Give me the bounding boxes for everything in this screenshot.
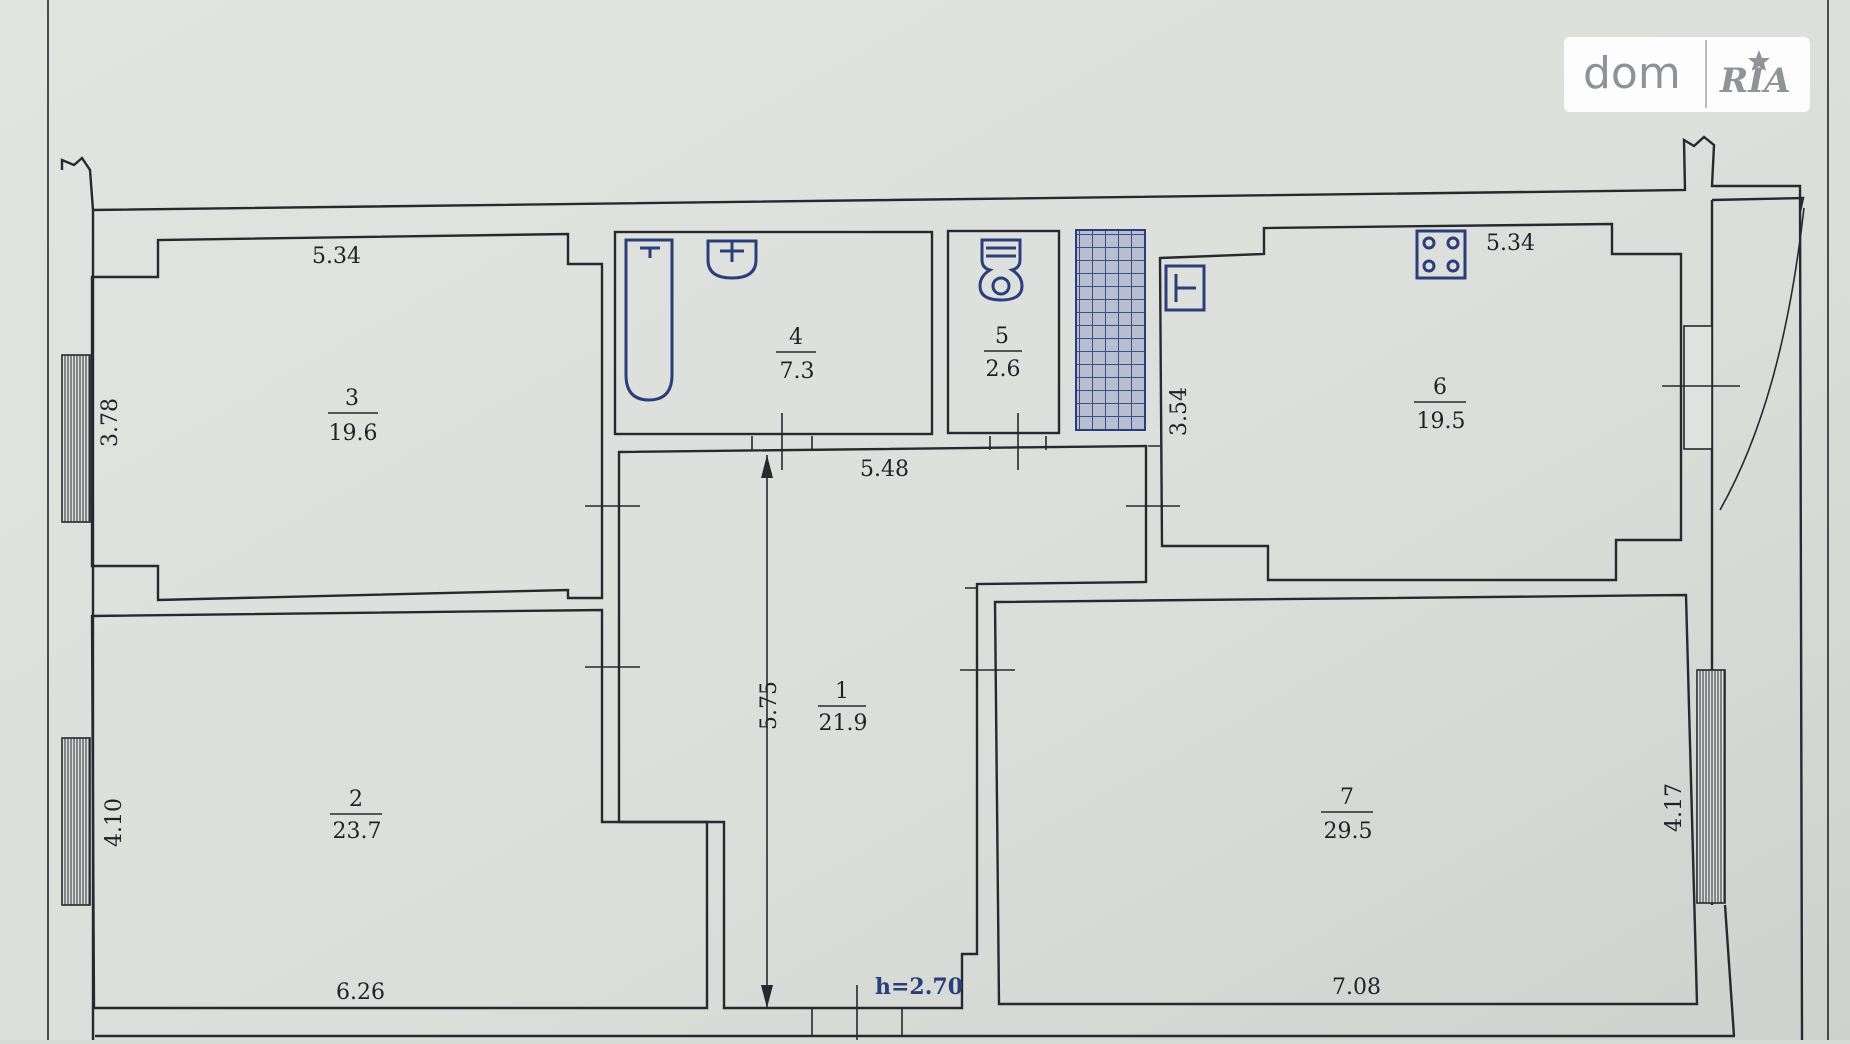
room-4-number: 4: [789, 325, 803, 350]
room-label-1: 1 21.9: [818, 679, 867, 736]
dimension-room-6-width: 5.34: [1486, 231, 1535, 256]
room-5-number: 5: [995, 324, 1009, 349]
dimension-hall-width: 5.48: [860, 457, 909, 482]
dimension-room-2-width: 6.26: [336, 980, 385, 1005]
toilet-icon: [978, 238, 1024, 302]
room-2-number: 2: [349, 787, 363, 812]
room-label-6: 6 19.5: [1414, 375, 1466, 434]
door-markers: [585, 385, 1740, 1040]
dimension-room-7-height: 4.17: [1662, 783, 1687, 832]
room-4-walls: [613, 230, 934, 436]
dimension-room-2-height: 4.10: [102, 798, 127, 847]
sink-icon: [706, 239, 758, 280]
room-7-window: [1696, 669, 1726, 904]
room-5-area: 2.6: [986, 357, 1021, 382]
room-label-4: 4 7.3: [776, 325, 816, 384]
room-6-walls: [1158, 222, 1683, 582]
hall-length-dimension: [761, 455, 773, 1008]
outer-wall: [60, 135, 1804, 1041]
dimension-hall-length: 5.75: [757, 681, 782, 730]
room-label-7: 7 29.5: [1321, 785, 1373, 844]
boiler-icon: [1164, 264, 1206, 312]
bathtub-icon: [624, 238, 674, 402]
watermark-logo: dom RIA: [1564, 37, 1810, 112]
ventilation-shaft: [1075, 229, 1146, 431]
room-6-number: 6: [1433, 375, 1447, 400]
watermark-dom: dom: [1583, 48, 1681, 99]
hall-partition: [607, 445, 1160, 823]
dimension-room-6-height: 3.54: [1167, 387, 1192, 436]
room-1-walls: [617, 444, 1148, 1010]
room-1-number: 1: [835, 679, 849, 704]
dimension-room-3-height: 3.78: [98, 398, 123, 447]
balcony-curve: [1719, 207, 1805, 511]
dimension-room-7-width: 7.08: [1332, 975, 1381, 1000]
page-border: [47, 0, 1829, 1040]
room-2-area: 23.7: [333, 819, 382, 844]
room-7-area: 29.5: [1324, 819, 1373, 844]
room-4-area: 7.3: [780, 359, 815, 384]
dimension-room-3-width: 5.34: [312, 244, 361, 269]
room-5-walls: [946, 229, 1061, 435]
room-label-5: 5 2.6: [984, 324, 1022, 382]
room-3-walls: [90, 232, 604, 602]
room-3-number: 3: [345, 386, 359, 411]
stove-icon: [1415, 229, 1467, 280]
room-label-2: 2 23.7: [330, 787, 382, 844]
watermark-star-icon: [1748, 50, 1770, 71]
room-label-3: 3 19.6: [328, 386, 378, 446]
room-7-walls: [993, 593, 1699, 1006]
room-6-window: [1683, 325, 1713, 450]
room-1-area: 21.9: [819, 711, 868, 736]
room-3-window: [61, 354, 91, 523]
ceiling-height-label: h=2.70: [875, 974, 963, 1000]
room-3-area: 19.6: [329, 421, 378, 446]
room-2-window: [61, 737, 91, 906]
room-6-area: 19.5: [1417, 409, 1466, 434]
room-7-number: 7: [1340, 785, 1354, 810]
